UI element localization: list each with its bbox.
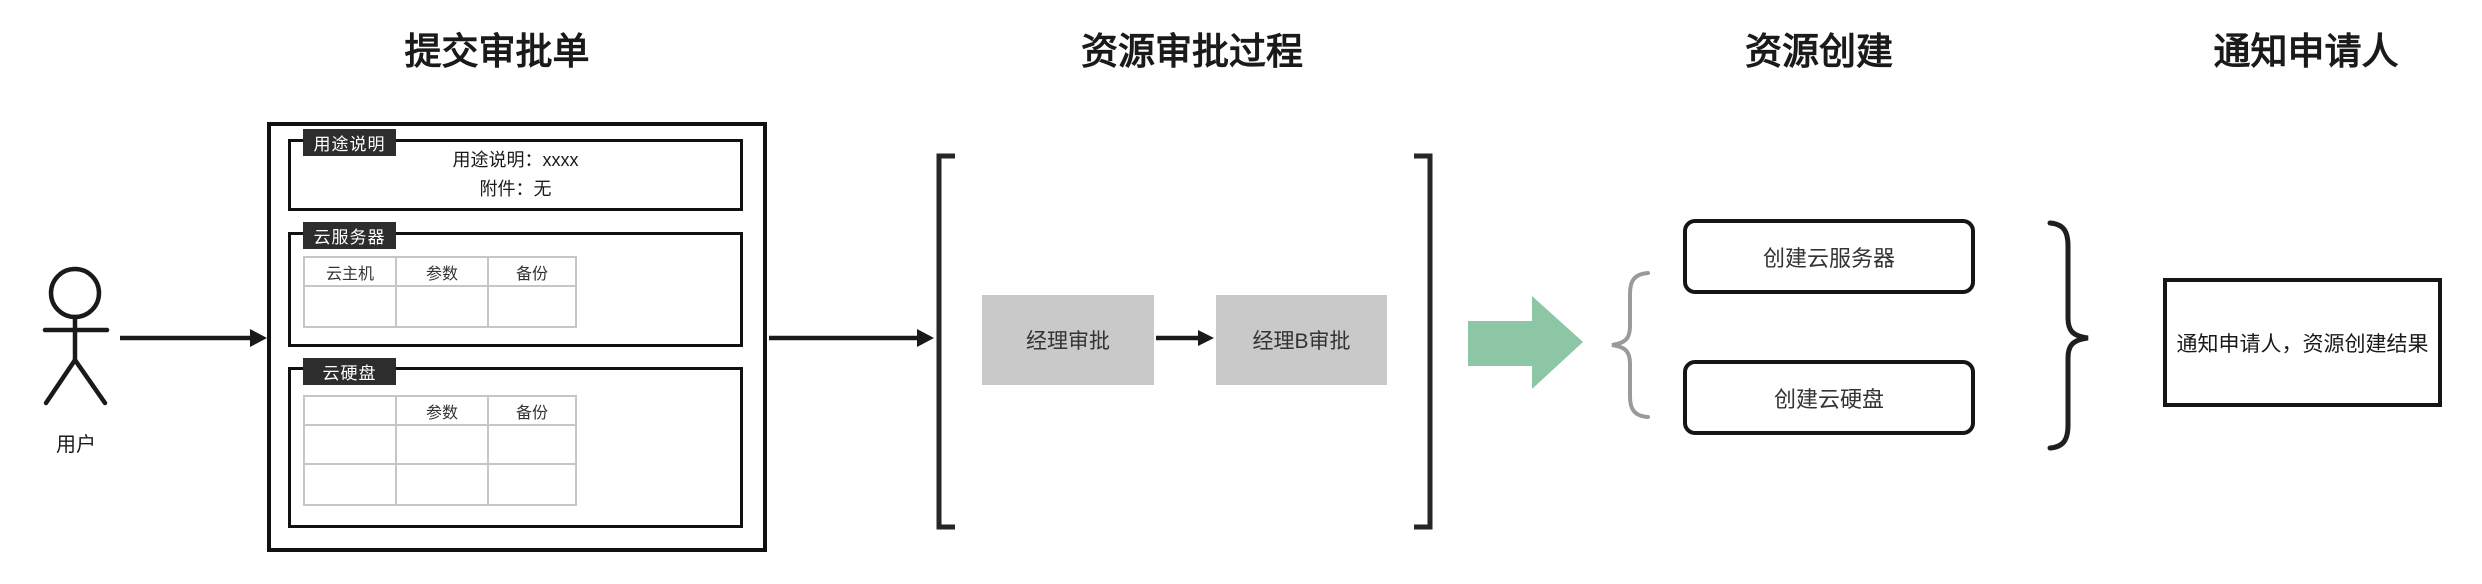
table-cell xyxy=(397,287,489,326)
table-cell xyxy=(489,426,575,465)
arrow-form-to-approval xyxy=(769,329,934,347)
bracket-right xyxy=(1414,153,1433,530)
tab-cloud-server: 云服务器 xyxy=(303,222,396,249)
table-header-cell: 参数 xyxy=(397,397,489,426)
table-header-cell: 云主机 xyxy=(305,258,397,287)
tab-cloud-disk: 云硬盘 xyxy=(303,358,396,385)
arrow-user-to-form xyxy=(120,329,267,347)
table-cell xyxy=(305,426,397,465)
notify-result-box: 通知申请人，资源创建结果 xyxy=(2163,278,2442,407)
table-cell xyxy=(489,465,575,504)
user-stick-figure-icon xyxy=(42,266,110,406)
task-create-cloud-server: 创建云服务器 xyxy=(1683,219,1975,294)
curly-brace-right xyxy=(2047,220,2089,451)
cloud-disk-table: 参数 备份 xyxy=(303,395,577,506)
table-cell xyxy=(305,465,397,504)
process-step-manager-approval: 经理审批 xyxy=(982,295,1154,385)
table-header-cell: 参数 xyxy=(397,258,489,287)
purpose-line: 用途说明：xxxx xyxy=(452,150,579,170)
arrow-step1-to-step2 xyxy=(1156,330,1214,346)
process-step-manager-b-approval: 经理B审批 xyxy=(1216,295,1387,385)
task-create-cloud-disk: 创建云硬盘 xyxy=(1683,360,1975,435)
table-header-cell xyxy=(305,397,397,426)
table-cell xyxy=(397,426,489,465)
user-actor-label: 用户 xyxy=(56,434,96,456)
title-approval-process: 资源审批过程 xyxy=(1081,31,1303,72)
title-resource-creation: 资源创建 xyxy=(1745,31,1893,72)
table-cell xyxy=(397,465,489,504)
table-cell xyxy=(489,287,575,326)
cloud-server-table: 云主机 参数 备份 xyxy=(303,256,577,328)
table-header-cell: 备份 xyxy=(489,397,575,426)
curly-brace-left xyxy=(1611,271,1650,419)
table-cell xyxy=(305,287,397,326)
table-header-cell: 备份 xyxy=(489,258,575,287)
title-notify-applicant: 通知申请人 xyxy=(2213,31,2399,72)
title-submit-form: 提交审批单 xyxy=(404,31,590,72)
attachment-line: 附件：无 xyxy=(479,179,552,199)
green-block-arrow-icon xyxy=(1468,296,1583,389)
bracket-left xyxy=(936,153,955,530)
tab-purpose: 用途说明 xyxy=(303,129,396,156)
